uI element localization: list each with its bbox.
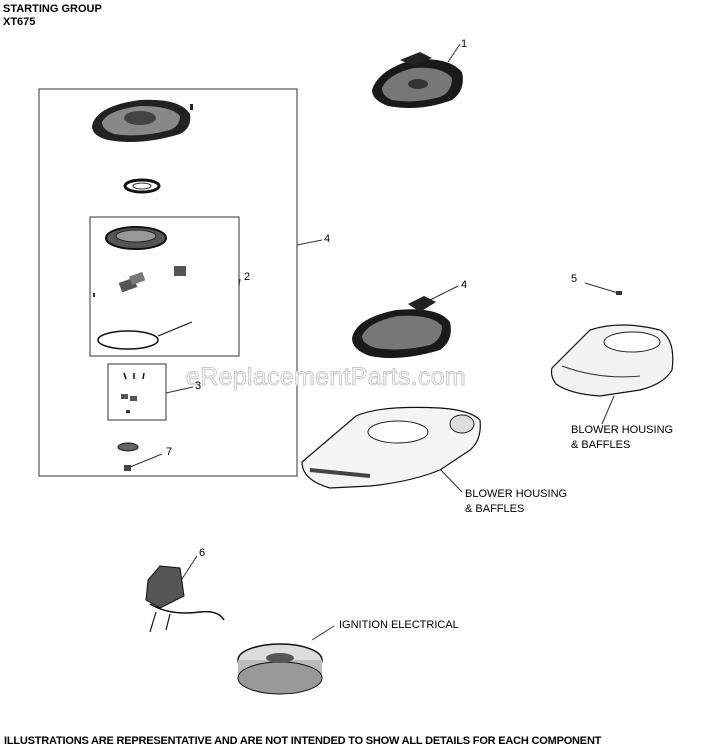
callout-7: 7 (166, 446, 173, 458)
callout-2: 2 (244, 271, 251, 283)
retainer-part (117, 442, 139, 471)
blower-housing-right-label-line1: BLOWER HOUSING (571, 424, 674, 436)
pulley-part (105, 226, 167, 250)
recoil-starter-mid (352, 296, 451, 358)
blower-housing-right-label-line2: & BAFFLES (571, 439, 631, 451)
disclaimer-footer: ILLUSTRATIONS ARE REPRESENTATIVE AND ARE… (4, 735, 602, 747)
ignition-electrical-label: IGNITION ELECTRICAL (339, 619, 459, 631)
recoil-spring-part (123, 178, 161, 194)
starter-cover-part (92, 99, 193, 142)
screw-part (616, 291, 622, 295)
callout-3: 3 (195, 380, 202, 392)
starter-rope-part (97, 321, 193, 350)
pawl-kit-box (107, 363, 167, 421)
diagram-title: STARTING GROUP (3, 3, 102, 15)
blower-housing-center-label-line1: BLOWER HOUSING (465, 488, 568, 500)
flywheel (237, 643, 323, 695)
recoil-starter-top (372, 52, 463, 108)
callout-1: 1 (461, 38, 468, 50)
recoil-starter-kit-box (38, 88, 298, 477)
pawl-parts (93, 266, 186, 297)
callout-4-starter: 4 (461, 279, 468, 291)
ignition-module (145, 565, 225, 633)
pawl-kit-parts (121, 372, 145, 413)
callout-5: 5 (571, 273, 578, 285)
blower-housing-right (550, 324, 674, 397)
model-number: XT675 (3, 16, 36, 28)
pulley-kit-box (89, 216, 240, 357)
blower-housing-center (301, 406, 481, 489)
callout-4-kit: 4 (324, 233, 331, 245)
watermark: eReplacementParts.com (185, 363, 467, 392)
blower-housing-center-label-line2: & BAFFLES (465, 503, 525, 515)
callout-6: 6 (199, 547, 206, 559)
